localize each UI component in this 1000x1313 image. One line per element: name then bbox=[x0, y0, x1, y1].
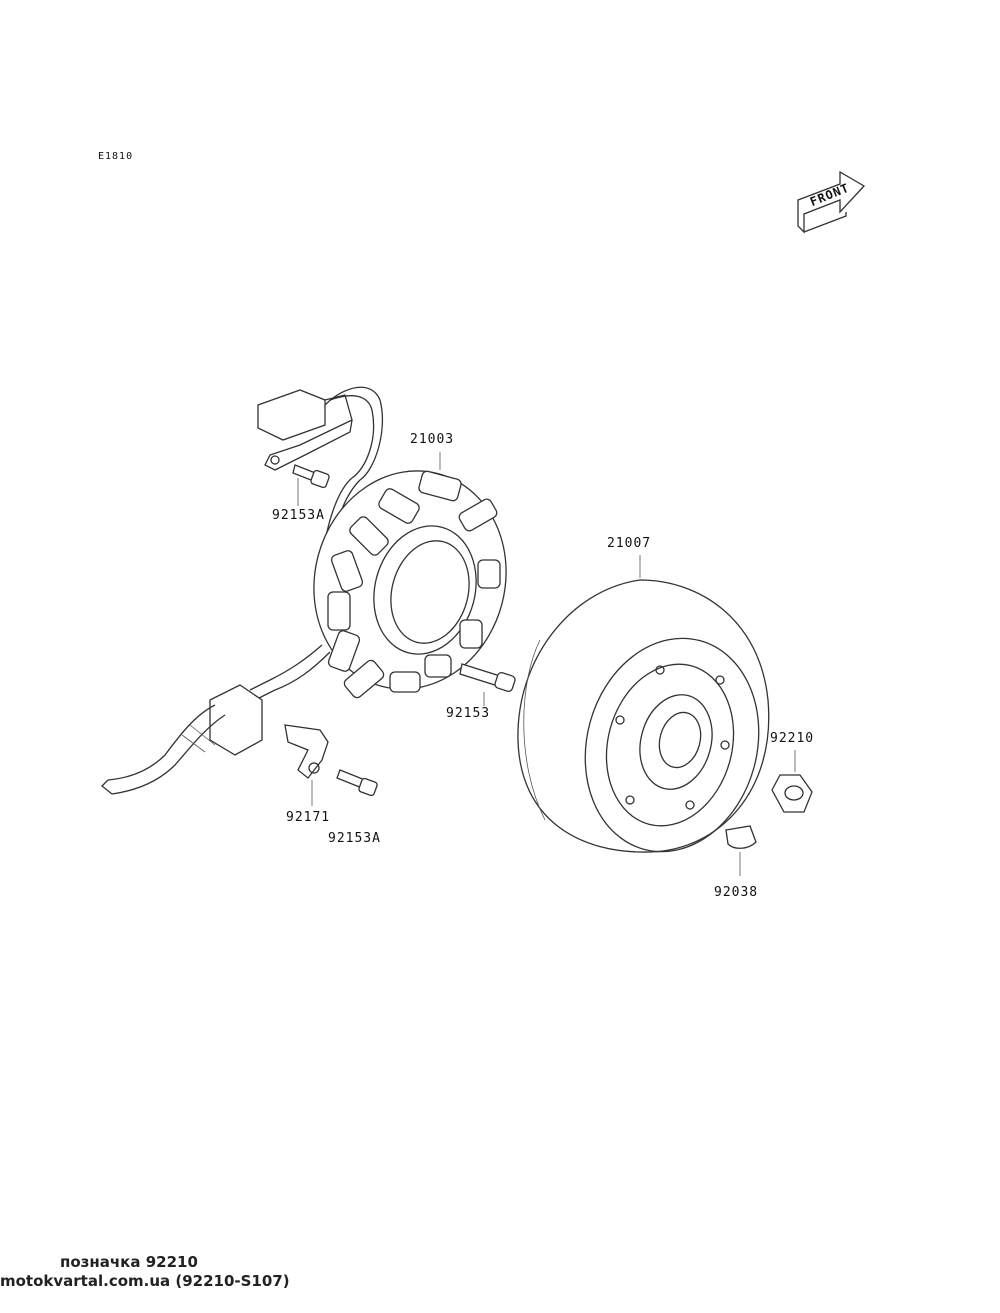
woodruff-key bbox=[725, 825, 757, 876]
wire-connector-top bbox=[257, 386, 384, 561]
label-clamp: 92171 bbox=[286, 810, 331, 825]
diagram-code: E1810 bbox=[98, 151, 134, 162]
stator-assembly bbox=[313, 452, 507, 699]
label-key: 92038 bbox=[714, 885, 759, 900]
caption-text: позначка 92210 bbox=[60, 1253, 198, 1271]
label-nut: 92210 bbox=[770, 731, 815, 746]
flywheel-rotor bbox=[517, 555, 770, 853]
label-wire-bolt-top: 92153A bbox=[272, 508, 325, 523]
wire-clamp bbox=[284, 724, 329, 806]
label-stator-bolt: 92153 bbox=[446, 706, 491, 721]
wire-bolt-bottom bbox=[336, 769, 378, 797]
wire-harness-bottom bbox=[101, 644, 331, 795]
wire-bolt-top bbox=[292, 464, 330, 506]
flywheel-nut bbox=[771, 750, 813, 813]
label-flywheel: 21007 bbox=[607, 536, 652, 551]
label-wire-bolt-bottom: 92153A bbox=[328, 831, 381, 846]
stator-bolt bbox=[459, 663, 516, 706]
label-stator: 21003 bbox=[410, 432, 455, 447]
front-arrow-icon bbox=[797, 170, 866, 234]
source-text: motokvartal.com.ua (92210-S107) bbox=[0, 1272, 290, 1290]
